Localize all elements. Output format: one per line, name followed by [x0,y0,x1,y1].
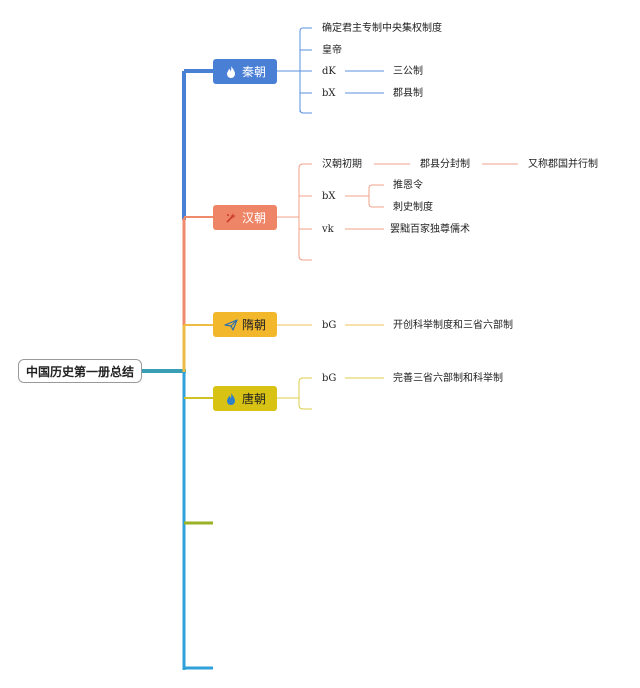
han-item-also-called[interactable]: 又称郡国并行制 [528,159,598,170]
qin-item-emperor[interactable]: 皇帝 [322,45,342,56]
topic-tang-label: 唐朝 [241,392,266,406]
han-item-code-bx[interactable]: bX [322,191,336,202]
tang-item-code-bg[interactable]: bG [322,373,337,384]
topic-han[interactable]: 汉朝 [213,205,277,230]
tang-item-perfected-system[interactable]: 完善三省六部制和科举制 [393,373,503,384]
qin-item-code-dk[interactable]: dK [322,66,336,77]
topic-sui[interactable]: 隋朝 [213,312,277,337]
topic-qin-label: 秦朝 [241,65,266,79]
qin-item-central-authority[interactable]: 确定君主专制中央集权制度 [322,23,442,34]
han-item-code-vk[interactable]: vk [322,224,334,235]
sui-item-code-bg[interactable]: bG [322,320,337,331]
qin-item-three-ministers[interactable]: 三公制 [393,66,423,77]
topic-qin[interactable]: 秦朝 [213,59,277,84]
qin-item-code-bx[interactable]: bX [322,88,336,99]
topic-tang[interactable]: 唐朝 [213,386,277,411]
central-topic[interactable]: 中国历史第一册总结 [18,359,142,383]
han-item-inspector-system[interactable]: 刺史制度 [393,202,433,213]
han-item-confucianism[interactable]: 罢黜百家独尊儒术 [390,224,470,235]
flame-icon [224,392,238,406]
topic-han-label: 汉朝 [241,211,266,225]
sui-item-imperial-exam[interactable]: 开创科举制度和三省六部制 [393,320,513,331]
han-item-tuien-decree[interactable]: 推恩令 [393,180,423,191]
sparkle-icon [224,211,238,225]
topic-sui-label: 隋朝 [241,318,266,332]
paper-plane-icon [224,318,238,332]
han-item-early-han[interactable]: 汉朝初期 [322,159,362,170]
qin-item-prefecture-county[interactable]: 郡县制 [393,88,423,99]
flame-icon [224,65,238,79]
han-item-enfeoffment[interactable]: 郡县分封制 [420,159,470,170]
